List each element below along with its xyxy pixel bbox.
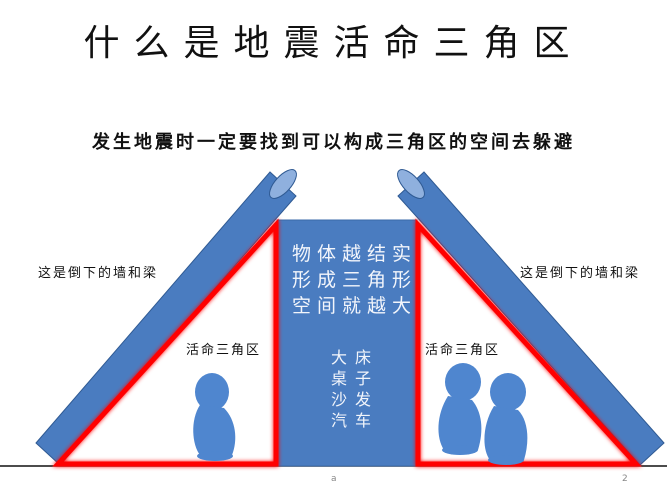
page-number: 2 xyxy=(622,474,628,484)
left-fallen-beam xyxy=(35,169,297,466)
pillar-object: 汽车 xyxy=(331,411,380,430)
pillar-object: 沙发 xyxy=(331,390,380,409)
footer-marker: a xyxy=(331,474,337,484)
pillar-line: 形成三角形 xyxy=(292,269,418,291)
right-fallen-beam xyxy=(397,169,665,466)
right-survival-triangle xyxy=(415,218,642,467)
left-survival-triangle xyxy=(52,218,279,467)
center-pillar xyxy=(276,219,418,467)
right-zone-label: 活命三角区 xyxy=(425,343,501,358)
left-beam-label: 这是倒下的墙和梁 xyxy=(38,266,159,281)
slide-title: 什么是地震活命三角区 xyxy=(83,23,584,64)
left-zone-label: 活命三角区 xyxy=(186,343,262,358)
pillar-line: 物体越结实 xyxy=(292,243,418,265)
pillar-line: 空间就越大 xyxy=(292,295,418,317)
crouching-child-icon xyxy=(193,373,236,461)
pillar-object-list: 大床 桌子 沙发 汽车 xyxy=(331,347,379,431)
slide-subtitle: 发生地震时一定要找到可以构成三角区的空间去躲避 xyxy=(92,132,575,153)
pillar-statement: 物体越结实 形成三角形 空间就越大 xyxy=(292,241,417,319)
pillar-object: 大床 xyxy=(331,348,380,367)
right-beam-label: 这是倒下的墙和梁 xyxy=(520,266,641,281)
pillar-object: 桌子 xyxy=(331,369,380,388)
crouching-children-icon xyxy=(438,363,528,465)
